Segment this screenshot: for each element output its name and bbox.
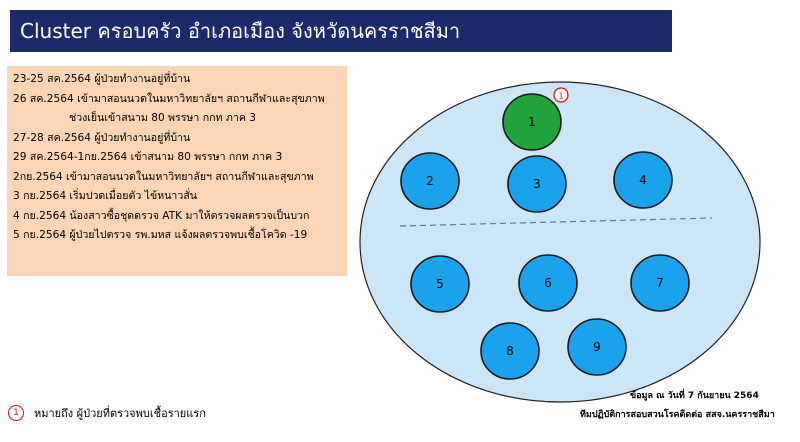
timeline-box: 23-25 สค.2564 ผู้ป่วยทำงานอยู่ที่บ้าน 26 … [7,66,347,276]
case-label: 5 [436,277,444,291]
timeline-item: ช่วงเย็นเข้าสนาม 80 พรรษา กกท ภาค 3 [69,112,257,124]
legend-text: หมายถึง ผู้ป่วยที่ตรวจพบเชื้อรายแรก [34,407,206,420]
index-marker-label: 1 [558,92,563,101]
case-node-8: 8 [480,322,540,380]
source-team: ทีมปฏิบัติการสอบสวนโรคติดต่อ สสจ.นครราชส… [580,410,775,420]
case-label: 9 [593,340,601,354]
case-label: 6 [544,276,552,290]
case-label: 2 [426,174,434,188]
timeline-item: 2กย.2564 เข้ามาสอนนวดในมหาวิทยาลัยฯ สถาน… [13,170,314,183]
case-label: 1 [528,115,536,129]
timeline-item: 4 กย.2564 น้องสาวซื้อชุดตรวจ ATK มาให้ตร… [13,209,310,222]
case-node-1: 1 [502,93,562,151]
case-node-5: 5 [410,255,470,313]
timeline-item: 5 กย.2564 ผู้ป่วยไปตรวจ รพ.มหส แจ้งผลตรว… [13,229,308,241]
timeline-item: 26 สค.2564 เข้ามาสอนนวดในมหาวิทยาลัยฯ สถ… [13,92,325,105]
case-label: 8 [506,344,514,358]
case-node-9: 9 [567,318,627,376]
case-node-6: 6 [518,254,578,312]
source-date: ข้อมูล ณ วันที่ 7 กันยายน 2564 [630,391,759,401]
case-node-3: 3 [507,155,567,213]
group-divider [399,217,713,227]
legend: 1 หมายถึง ผู้ป่วยที่ตรวจพบเชื้อรายแรก [8,404,206,422]
case-label: 7 [656,276,664,290]
timeline-item: 3 กย.2564 เริ่มปวดเมื่อยตัว ไข้หนาวสั่น [13,190,198,202]
case-label: 4 [639,173,647,187]
timeline-item: 29 สค.2564-1กย.2564 เข้าสนาม 80 พรรษา กก… [13,151,283,163]
timeline-item: 27-28 สค.2564 ผู้ป่วยทำงานอยู่ที่บ้าน [13,131,191,144]
case-node-4: 4 [613,151,673,209]
index-marker-icon: 1 [8,405,24,421]
case-node-7: 7 [630,254,690,312]
timeline-item: 23-25 สค.2564 ผู้ป่วยทำงานอยู่ที่บ้าน [13,73,191,85]
case-node-2: 2 [400,152,460,210]
case-label: 3 [533,177,541,191]
page-title: Cluster ครอบครัว อำเภอเมือง จังหวัดนครรา… [10,10,672,52]
index-case-marker: 1 [553,87,569,103]
